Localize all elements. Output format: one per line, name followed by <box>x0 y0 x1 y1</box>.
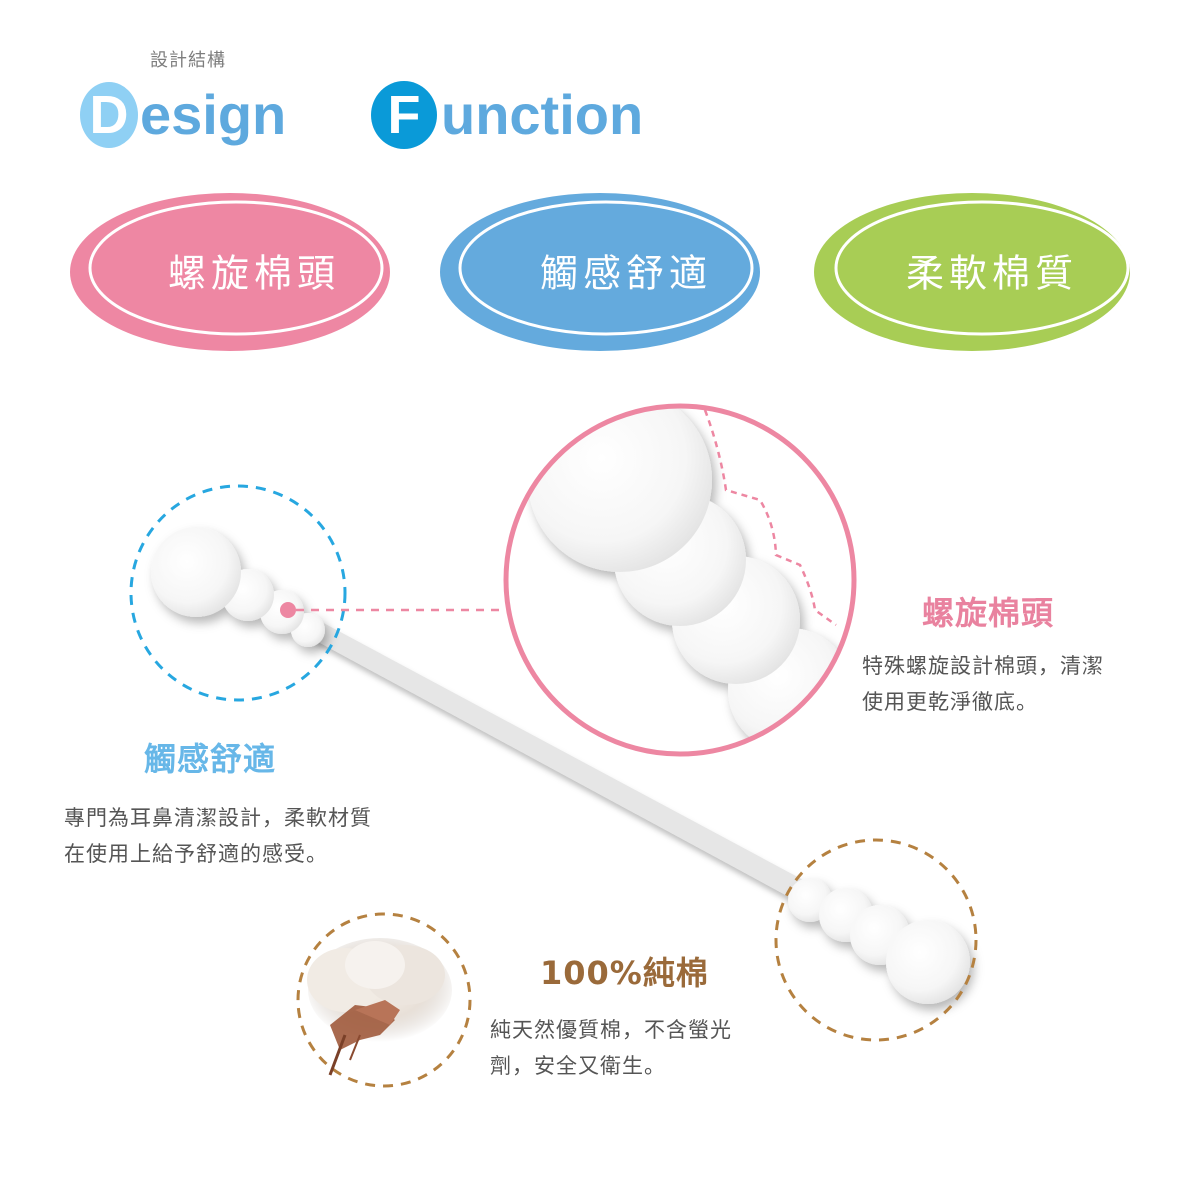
design-cap-circle: D <box>80 82 138 148</box>
comfort-desc-line-1: 專門為耳鼻清潔設計，柔軟材質 <box>64 806 372 830</box>
cotton-highlight-circle <box>774 838 978 1042</box>
cotton-desc-line-1: 純天然優質棉，不含螢光 <box>490 1018 732 1042</box>
swab-head-spiral <box>151 527 325 647</box>
feature-pills <box>70 193 1130 351</box>
cotton-boll-circle <box>296 912 472 1088</box>
function-cap-circle: F <box>371 81 437 149</box>
function-cap-letter: F <box>387 85 421 145</box>
spiral-desc-line-2: 使用更乾淨徹底。 <box>862 690 1038 714</box>
pill-comfort-label: 觸感舒適 <box>539 251 713 296</box>
design-word: esign <box>140 83 287 146</box>
design-cap-letter: D <box>89 85 129 145</box>
cotton-desc-line-2: 劑，安全又衛生。 <box>490 1054 666 1078</box>
pill-spiral-label: 螺旋棉頭 <box>167 251 341 296</box>
cotton-feature-desc: 純天然優質棉，不含螢光 劑，安全又衛生。 <box>490 1012 732 1084</box>
comfort-feature-title: 觸感舒適 <box>144 740 277 778</box>
spiral-feature-title: 螺旋棉頭 <box>922 594 1055 632</box>
comfort-desc-line-2: 在使用上給予舒適的感受。 <box>64 842 328 866</box>
pill-soft-bg <box>814 193 1130 351</box>
cotton-feature-title: 100%純棉 <box>540 954 709 992</box>
pill-soft-label: 柔軟棉質 <box>905 251 1079 296</box>
magnified-spiral-ring <box>503 403 857 757</box>
function-heading: F unction <box>371 81 643 149</box>
spiral-desc-line-1: 特殊螺旋設計棉頭，清潔 <box>862 654 1104 678</box>
comfort-highlight-circle <box>129 484 347 702</box>
swab-stick <box>300 620 822 906</box>
cotton-boll-image <box>307 938 452 1076</box>
section-subtitle: 設計結構 <box>150 50 226 71</box>
comfort-feature-desc: 專門為耳鼻清潔設計，柔軟材質 在使用上給予舒適的感受。 <box>64 800 372 872</box>
spiral-feature-desc: 特殊螺旋設計棉頭，清潔 使用更乾淨徹底。 <box>862 648 1104 720</box>
function-word: unction <box>441 83 644 146</box>
spiral-marker-dot <box>280 602 296 618</box>
design-heading: D esign <box>80 82 286 148</box>
pill-comfort-bg <box>440 193 760 351</box>
pill-spiral-bg <box>70 193 390 351</box>
swab-head-right <box>788 878 970 1004</box>
